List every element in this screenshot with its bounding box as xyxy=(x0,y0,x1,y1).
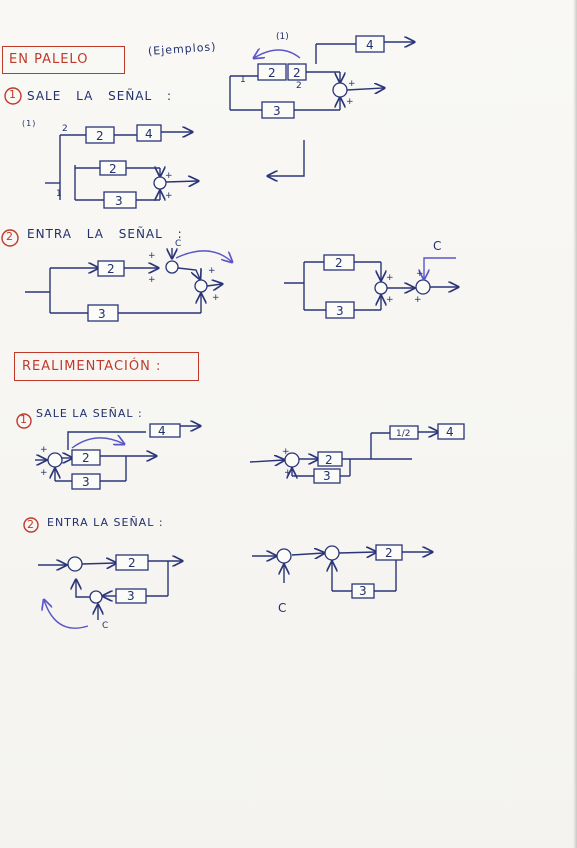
block-4-label: 4 xyxy=(145,127,153,141)
parallel-item2-number: 2 xyxy=(6,230,14,243)
parallel-item1-label: SALE LA SEÑAL : xyxy=(27,89,173,103)
plus-sign: + xyxy=(148,275,156,285)
block-2-label: 2 xyxy=(96,129,104,143)
parallel-item1-note: (1) xyxy=(22,119,37,128)
feedback-title: REALIMENTACIÓN : xyxy=(22,359,162,374)
block-4 xyxy=(149,423,181,438)
summing-junction xyxy=(194,279,208,293)
block-2-label: 2 xyxy=(385,546,393,560)
plus-sign: + xyxy=(346,97,354,107)
block-4-label: 4 xyxy=(446,425,454,439)
plus-sign: + xyxy=(284,468,292,478)
parallel-item1-number: 1 xyxy=(9,88,17,101)
label-1: 1 xyxy=(56,189,62,199)
summing-junction xyxy=(47,452,63,468)
block-4-label: 4 xyxy=(366,38,374,52)
label-2: 2 xyxy=(296,81,302,91)
summing-junction xyxy=(89,590,103,604)
circle-p1 xyxy=(4,87,22,105)
feedback-item2-number: 2 xyxy=(27,518,35,531)
signal-c: C xyxy=(278,601,286,615)
summing-junction xyxy=(67,556,83,572)
signal-c: C xyxy=(175,239,181,249)
label-1: 1 xyxy=(240,75,246,85)
block-2-label: 2 xyxy=(128,556,136,570)
block-4 xyxy=(355,35,385,53)
plus-sign: + xyxy=(148,251,156,261)
summing-junction xyxy=(276,548,292,564)
summing-junction xyxy=(374,281,388,295)
diagram-parallel-top-right: 2 2 4 1 2 (1) 3 + + xyxy=(229,32,414,176)
block-2-label: 2 xyxy=(325,453,333,467)
plus-sign: + xyxy=(165,191,173,201)
block-2 xyxy=(115,554,149,571)
diagram-feedback-input-left: 2 3 C xyxy=(38,554,182,631)
diagram-feedback-input-right: C 2 3 xyxy=(252,544,432,615)
block-3-label: 3 xyxy=(82,475,90,489)
plus-sign: + xyxy=(348,79,356,89)
signal-c: C xyxy=(433,239,441,253)
feedback-title-box xyxy=(14,352,199,381)
block-2-label: 2 xyxy=(107,262,115,276)
summing-junction xyxy=(165,260,179,274)
plus-sign: + xyxy=(386,295,394,305)
diagram-parallel-input-left: 2 + + C + 3 + xyxy=(25,239,232,322)
feedback-item1-label: SALE LA SEÑAL : xyxy=(36,407,143,420)
plus-sign: + xyxy=(416,269,424,279)
signal-c: C xyxy=(102,621,108,631)
block-3-label: 3 xyxy=(115,194,123,208)
parallel-title-box xyxy=(2,46,125,74)
block-3-label: 3 xyxy=(323,469,331,483)
plus-sign: + xyxy=(165,171,173,181)
block-3-label: 3 xyxy=(273,104,281,118)
diagram-parallel-output-left: 2 1 2 4 2 + 3 + xyxy=(45,124,198,209)
summing-junction xyxy=(153,176,167,190)
note-1: (1) xyxy=(276,32,289,42)
label-2: 2 xyxy=(62,124,68,134)
diagram-feedback-output-left: + + 2 4 3 xyxy=(35,423,200,490)
block-3-label: 3 xyxy=(127,589,135,603)
circle-f1 xyxy=(16,413,32,429)
block-2-label: 2 xyxy=(82,451,90,465)
plus-sign: + xyxy=(40,445,48,455)
summing-junction xyxy=(284,452,300,468)
block-2-label: 2 xyxy=(109,162,117,176)
plus-sign: + xyxy=(208,266,216,276)
parallel-title: EN PALELO xyxy=(9,52,89,67)
block-4-label: 4 xyxy=(158,424,166,438)
circle-p2 xyxy=(1,229,19,247)
feedback-item2-label: ENTRA LA SEÑAL : xyxy=(47,516,164,529)
diagram-feedback-output-right: + + 2 1/2 4 3 xyxy=(249,423,465,484)
plus-sign: + xyxy=(414,295,422,305)
block-2-label: 2 xyxy=(268,66,276,80)
block-4 xyxy=(437,423,465,440)
block-half-label: 1/2 xyxy=(396,429,410,439)
block-3-label: 3 xyxy=(336,304,344,318)
plus-sign: + xyxy=(212,293,220,303)
block-2 xyxy=(71,449,101,466)
summing-junction xyxy=(415,279,431,295)
block-3-label: 3 xyxy=(98,307,106,321)
parallel-item2-label: ENTRA LA SEÑAL : xyxy=(27,227,183,241)
plus-sign: + xyxy=(386,273,394,283)
circle-f2 xyxy=(23,517,39,533)
summing-junction xyxy=(332,82,348,98)
diagram-parallel-input-right: 2 + + 3 C + + xyxy=(284,239,458,319)
block-2-label: 2 xyxy=(335,256,343,270)
summing-junction xyxy=(324,545,340,561)
block-2b-label: 2 xyxy=(293,66,301,80)
feedback-item1-number: 1 xyxy=(20,413,28,426)
block-3-label: 3 xyxy=(359,584,367,598)
block-2 xyxy=(257,63,287,81)
plus-sign: + xyxy=(40,468,48,478)
plus-sign: + xyxy=(282,447,290,457)
block-4 xyxy=(136,124,162,142)
